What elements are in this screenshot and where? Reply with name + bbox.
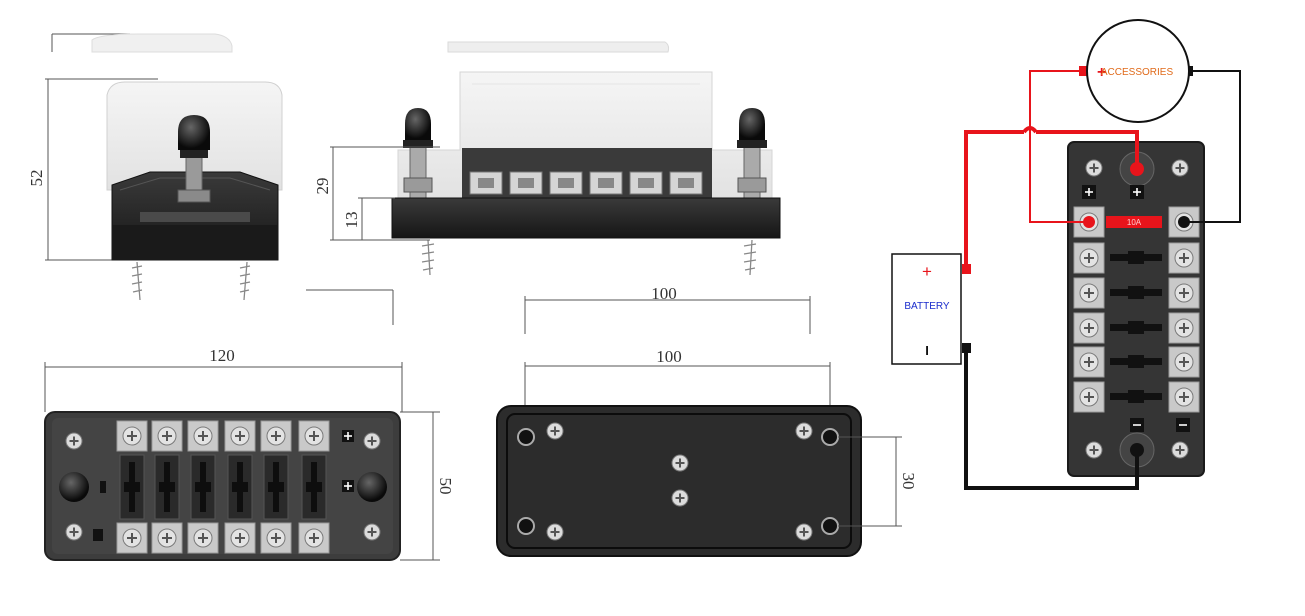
battery-minus-sign: I (925, 343, 929, 358)
battery-label: BATTERY (904, 301, 950, 312)
battery-plus-sign: + (922, 262, 932, 281)
front-stud-left (403, 108, 433, 203)
accessories-label: ACCESSORIES (1101, 67, 1174, 78)
negative-return-wire (964, 348, 1139, 490)
dimension-width-top: 120 (209, 346, 235, 365)
side-view: 52 (27, 33, 394, 325)
negative-mark-right (1176, 418, 1190, 432)
dimension-height-base: 13 (342, 212, 361, 229)
fuse-rating-label: 10A (1127, 218, 1142, 227)
positive-mark-left (1082, 185, 1096, 199)
accessories-plus-sign: + (1097, 64, 1106, 81)
front-stud-right (737, 108, 767, 203)
wiring-fuse-10a: 10A (1106, 216, 1162, 228)
accessory-negative-wire (1184, 70, 1241, 223)
accessory-positive-wire (1029, 70, 1089, 223)
positive-feed-wire (964, 130, 1024, 270)
dimension-depth-top: 50 (436, 478, 455, 495)
front-view: 29 13 100 (313, 41, 811, 334)
battery: + BATTERY I (891, 253, 962, 365)
top-view: 120 50 (44, 346, 455, 561)
dimension-height-total: 52 (27, 170, 46, 187)
dimension-height-upper: 29 (313, 178, 332, 195)
front-terminal-row (462, 148, 712, 200)
dimension-hole-spacing: 30 (899, 473, 918, 490)
negative-mark-center (1130, 418, 1144, 432)
positive-mark-center (1130, 185, 1144, 199)
wiring-fuses-empty (1110, 251, 1162, 403)
wiring-diagram: 10A + ACCESSORIES (891, 19, 1241, 490)
dimension-width-bottom: 100 (651, 284, 677, 303)
accessories-load: + ACCESSORIES (1086, 19, 1190, 123)
dimension-width-rear: 100 (656, 347, 682, 366)
rear-view: 100 30 (496, 347, 918, 557)
